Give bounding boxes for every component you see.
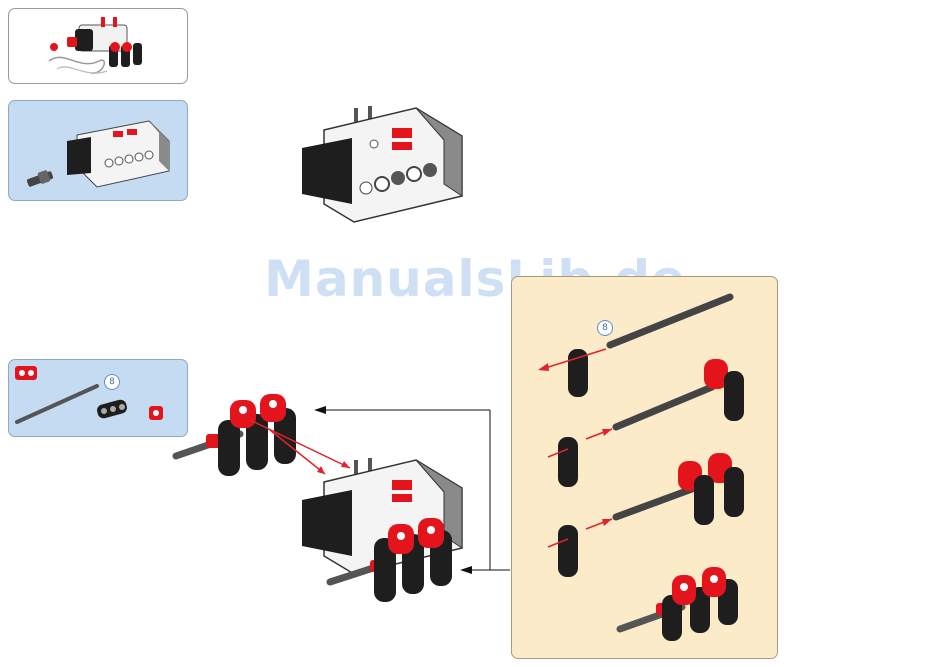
result-assembly-illustration — [296, 452, 471, 608]
sensor-illustration — [296, 100, 471, 226]
watermark: ManualsLib.de — [0, 250, 950, 308]
axle-length-badge: 8 — [104, 374, 120, 390]
beam-parts-illustration — [9, 360, 189, 438]
sub-assembly-panel: 8 — [511, 276, 778, 659]
previous-step-illustration — [9, 9, 189, 85]
sub-assembly-steps-illustration — [512, 277, 779, 660]
previous-step-thumbnail — [8, 8, 188, 84]
parts-panel-beams: 8 — [8, 359, 188, 437]
axle-length-badge: 8 — [597, 320, 613, 336]
sensor-parts-illustration — [9, 101, 189, 202]
parts-panel-sensor — [8, 100, 188, 201]
